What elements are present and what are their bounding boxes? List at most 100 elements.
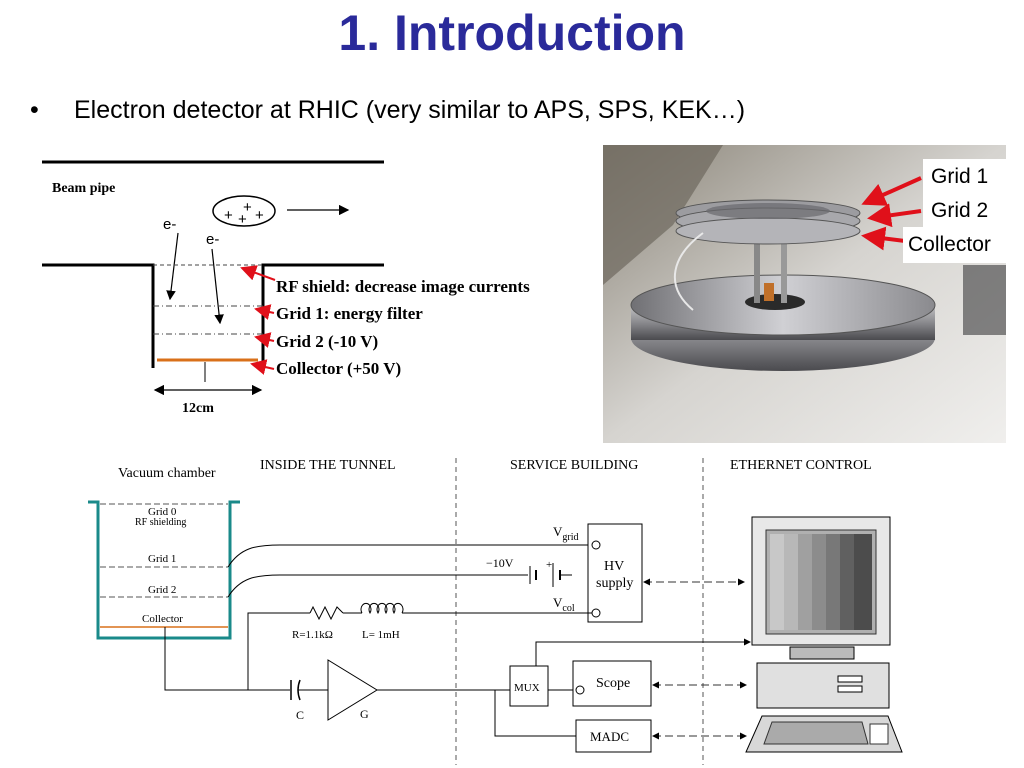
screen-band-6 bbox=[840, 534, 854, 630]
vgrid-label: Vgrid bbox=[553, 524, 579, 543]
grid2-wire bbox=[227, 574, 528, 598]
screen-band-2 bbox=[784, 534, 798, 630]
screen-band-4 bbox=[812, 534, 826, 630]
rf-shield-arrow bbox=[240, 265, 276, 281]
slide-title: 1. Introduction bbox=[338, 5, 686, 61]
screen-band-7 bbox=[854, 534, 872, 630]
resistor-symbol bbox=[309, 605, 344, 621]
photo-grid1-label: Grid 1 bbox=[931, 165, 988, 188]
collector-disc bbox=[675, 217, 861, 245]
keyboard-keys bbox=[763, 721, 869, 745]
service-building-heading: SERVICE BUILDING bbox=[510, 458, 638, 473]
photo-arrow-collector bbox=[861, 226, 906, 251]
vcol-label: Vcol bbox=[553, 595, 575, 614]
mux-label: MUX bbox=[514, 682, 540, 694]
grid0-label: Grid 0 bbox=[148, 506, 177, 518]
vgrid-terminal bbox=[591, 540, 601, 550]
beam-pipe-left-wall bbox=[42, 263, 155, 368]
capacitor-label: C bbox=[296, 708, 304, 722]
collector-label: Collector (+50 V) bbox=[276, 359, 401, 378]
vcol-terminal bbox=[591, 608, 601, 618]
scope-terminal bbox=[575, 685, 585, 695]
photo-label-box-grid2 bbox=[923, 193, 1006, 227]
monitor-stand bbox=[789, 646, 855, 660]
support-rod-2 bbox=[781, 233, 787, 303]
drive-slot-2 bbox=[837, 685, 863, 693]
grid1-schematic-label: Grid 1 bbox=[148, 553, 176, 565]
grid1-label: Grid 1: energy filter bbox=[276, 304, 423, 323]
resistor-label: R=1.1kΩ bbox=[292, 629, 333, 641]
bullet-item: • Electron detector at RHIC (very simila… bbox=[30, 96, 745, 125]
amplifier-label: G bbox=[360, 707, 369, 721]
collector-wire bbox=[247, 612, 310, 690]
bullet-point: • bbox=[30, 96, 39, 124]
madc-label: MADC bbox=[590, 729, 629, 744]
bullet-text: Electron detector at RHIC (very similar … bbox=[74, 96, 746, 124]
collector-schematic-label: Collector bbox=[142, 613, 183, 625]
orange-connector bbox=[764, 283, 774, 301]
grid2-schematic-label: Grid 2 bbox=[148, 584, 176, 596]
grid1-arrow bbox=[254, 304, 275, 320]
vacuum-chamber-label: Vacuum chamber bbox=[118, 466, 216, 481]
scope-label: Scope bbox=[596, 676, 630, 691]
rf-shielding-label: RF shielding bbox=[135, 517, 186, 528]
electron-path-2 bbox=[211, 248, 224, 325]
madc-box bbox=[575, 719, 652, 753]
photo-arrow-grid2 bbox=[867, 203, 922, 228]
bunch-plus-1: + bbox=[224, 207, 233, 224]
capacitor-plate-2 bbox=[297, 679, 301, 701]
photo-wall bbox=[603, 145, 723, 285]
bunch-plus-4: + bbox=[255, 207, 264, 224]
mux-control-wire bbox=[535, 638, 751, 666]
electron-path-1 bbox=[166, 232, 179, 301]
drive-slot-1 bbox=[837, 675, 863, 683]
inductor-symbol bbox=[360, 602, 404, 614]
signal-wire bbox=[164, 627, 290, 691]
inside-tunnel-heading: INSIDE THE TUNNEL bbox=[260, 458, 396, 473]
cable bbox=[674, 232, 704, 311]
electron-label-1: e- bbox=[163, 216, 176, 233]
vcol-label-sub: col bbox=[562, 603, 574, 614]
grid-mesh bbox=[706, 203, 830, 219]
rf-shield-label: RF shield: decrease image currents bbox=[276, 277, 530, 296]
width-label: 12cm bbox=[182, 401, 214, 416]
mux-box bbox=[509, 665, 549, 707]
keyboard bbox=[745, 715, 903, 753]
beam-pipe-right-wall bbox=[261, 263, 384, 368]
monitor-screen bbox=[765, 529, 877, 635]
vcol-label-main: V bbox=[553, 595, 563, 610]
battery-plus: + bbox=[546, 559, 552, 571]
photo-box-right bbox=[963, 265, 1006, 335]
screen-band-5 bbox=[826, 534, 840, 630]
hv-label-line1: HV bbox=[604, 559, 624, 574]
detector-photo: Grid 1 Grid 2 Collector bbox=[603, 145, 1006, 443]
monitor-frame bbox=[751, 516, 891, 646]
grid2-arrow bbox=[254, 332, 275, 348]
photo-collector-label: Collector bbox=[908, 233, 991, 256]
vgrid-label-sub: grid bbox=[562, 532, 578, 543]
electron-label-2: e- bbox=[206, 231, 219, 248]
computer-icon bbox=[745, 516, 903, 753]
hv-supply-box bbox=[587, 523, 643, 623]
collector-arrow bbox=[250, 359, 275, 375]
bunch-plus-3: + bbox=[238, 211, 247, 228]
keyboard-numpad bbox=[869, 723, 889, 745]
ethernet-control-heading: ETHERNET CONTROL bbox=[730, 458, 872, 473]
screen-band-3 bbox=[798, 534, 812, 630]
battery-voltage: −10V bbox=[486, 556, 514, 570]
beam-pipe-label: Beam pipe bbox=[52, 181, 115, 196]
inductor-label: L= 1mH bbox=[362, 629, 400, 641]
computer-base bbox=[756, 662, 890, 709]
amplifier-symbol bbox=[327, 659, 378, 721]
chamber-wall bbox=[88, 500, 240, 640]
screen-band-1 bbox=[770, 534, 784, 630]
vgrid-label-main: V bbox=[553, 524, 563, 539]
scope-box bbox=[572, 660, 652, 707]
hv-label-line2: supply bbox=[596, 576, 633, 591]
proton-bunch bbox=[212, 195, 276, 227]
grid1-wire bbox=[227, 544, 588, 568]
wire-to-madc bbox=[494, 690, 576, 737]
photo-grid2-label: Grid 2 bbox=[931, 199, 988, 222]
photo-arrow-grid1 bbox=[861, 176, 922, 206]
photo-label-box-grid1 bbox=[923, 159, 1006, 193]
